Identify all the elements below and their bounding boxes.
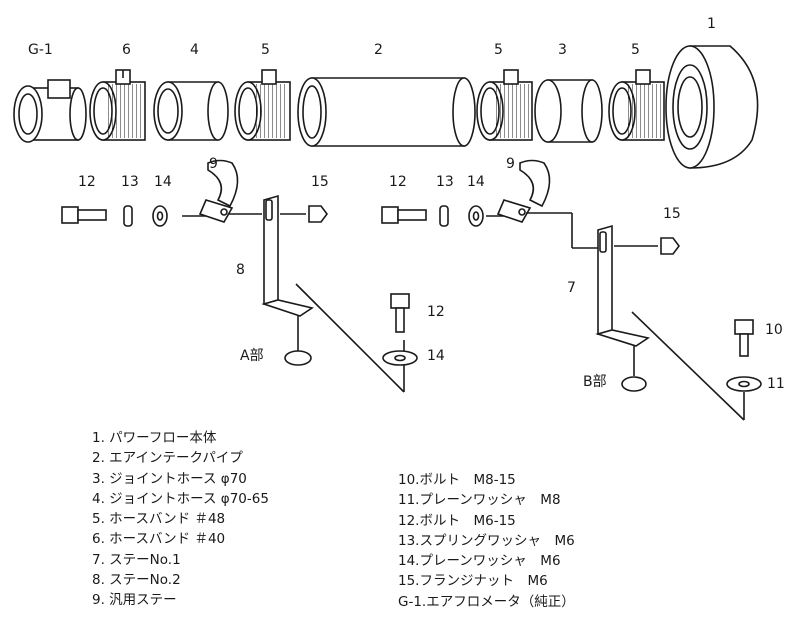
- label-12b: 12: [389, 174, 407, 190]
- label-g1: G-1: [28, 42, 53, 58]
- label-9b: 9: [506, 156, 515, 172]
- label-13b: 13: [436, 174, 454, 190]
- parts-legend-right: 10.ボルト M8-15 11.プレーンワッシャ M8 12.ボルト M6-15…: [398, 470, 575, 612]
- label-15a: 15: [311, 174, 329, 190]
- legend-item: 3. ジョイントホース φ70: [92, 470, 247, 487]
- legend-item: 5. ホースバンド ＃48: [92, 511, 226, 528]
- hose-band-5-middle: [476, 69, 533, 141]
- label-6: 6: [122, 42, 131, 58]
- label-section-b: B部: [583, 374, 607, 390]
- label-3: 3: [558, 42, 567, 58]
- label-1: 1: [707, 16, 716, 32]
- label-11: 11: [767, 376, 785, 392]
- hose-band-5-left: [234, 69, 291, 141]
- label-15b: 15: [663, 206, 681, 222]
- label-5c: 5: [631, 42, 640, 58]
- label-14c: 14: [427, 348, 445, 364]
- label-14a: 14: [154, 174, 172, 190]
- legend-item: 2. エアインテークパイプ: [92, 450, 243, 467]
- bolt-12-vertical: [390, 293, 410, 309]
- label-5b: 5: [494, 42, 503, 58]
- legend-item: G-1.エアフロメータ（純正）: [398, 593, 575, 610]
- label-7: 7: [567, 280, 576, 296]
- bolt-12-b: [381, 206, 399, 224]
- legend-item: 6. ホースバンド ＃40: [92, 531, 226, 548]
- label-13a: 13: [121, 174, 139, 190]
- legend-item: 11.プレーンワッシャ M8: [398, 492, 561, 509]
- legend-item: 12.ボルト M6-15: [398, 512, 516, 529]
- bracket-assembly-a: [61, 159, 418, 393]
- label-9a: 9: [209, 156, 218, 172]
- label-10: 10: [765, 322, 783, 338]
- label-2: 2: [374, 42, 383, 58]
- label-12c: 12: [427, 304, 445, 320]
- callout-labels: G-1 6 4 5 2 5 3 5 1 12 13 14 9 15 8 A部 1…: [28, 16, 785, 392]
- parts-legend-left: 1. パワーフロー本体 2. エアインテークパイプ 3. ジョイントホース φ7…: [92, 428, 269, 611]
- label-5a: 5: [261, 42, 270, 58]
- hose-band-6: [89, 69, 146, 141]
- legend-item: 7. ステーNo.1: [92, 551, 181, 568]
- power-flow-body-1: [665, 45, 759, 169]
- label-14b: 14: [467, 174, 485, 190]
- legend-item: 13.スプリングワッシャ M6: [398, 532, 575, 549]
- air-intake-pipe-2: [297, 77, 476, 147]
- label-12a: 12: [78, 174, 96, 190]
- bracket-assembly-b: [381, 159, 762, 421]
- bolt-10-vertical: [734, 319, 754, 335]
- legend-item: 10.ボルト M8-15: [398, 472, 516, 488]
- legend-item: 9. 汎用ステー: [92, 592, 177, 609]
- legend-item: 15.フランジナット M6: [398, 573, 548, 590]
- joint-hose-3: [534, 79, 603, 143]
- label-8: 8: [236, 262, 245, 278]
- hose-band-5-right: [608, 69, 665, 141]
- label-section-a: A部: [240, 348, 264, 364]
- air-flow-meter-g1: [13, 79, 87, 143]
- bolt-12-a: [61, 206, 79, 224]
- legend-item: 14.プレーンワッシャ M6: [398, 553, 561, 570]
- legend-item: 8. ステーNo.2: [92, 572, 181, 589]
- label-4: 4: [190, 42, 199, 58]
- legend-item: 4. ジョイントホース φ70-65: [92, 490, 269, 507]
- joint-hose-4: [153, 81, 229, 141]
- legend-item: 1. パワーフロー本体: [92, 430, 217, 446]
